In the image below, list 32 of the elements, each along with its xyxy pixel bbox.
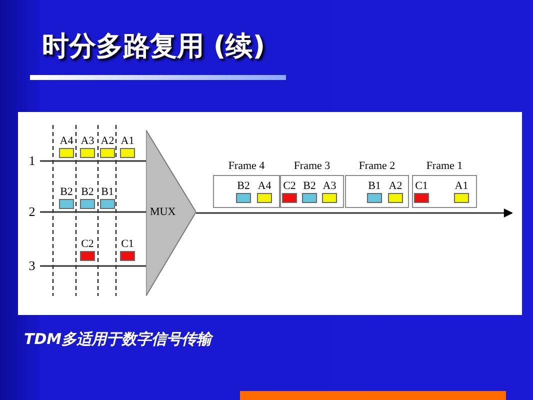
- slot-label: B2: [80, 186, 95, 198]
- slot-label: B1: [100, 186, 115, 198]
- slot-label: C2: [282, 180, 297, 192]
- slot-label: A1: [454, 180, 470, 192]
- frame-label: Frame 3: [292, 160, 332, 173]
- mux-label: MUX: [150, 206, 176, 218]
- slot-label: A1: [120, 135, 136, 147]
- line: [40, 211, 146, 213]
- line-number: 3: [27, 259, 37, 273]
- slot-label: A2: [100, 135, 116, 147]
- line: [40, 265, 146, 267]
- slot-label: B2: [302, 180, 317, 192]
- slot-label: B2: [236, 180, 251, 192]
- frame-label: Frame 4: [227, 160, 266, 173]
- frame-label: Frame 2: [358, 160, 396, 173]
- slot-label: C2: [80, 238, 95, 250]
- slot-label: B1: [367, 180, 382, 192]
- slot-label: A3: [80, 135, 96, 147]
- slot-label: B2: [59, 186, 74, 198]
- frame-label: Frame 1: [425, 160, 464, 173]
- slot-label: A4: [58, 135, 74, 147]
- arrow: [196, 208, 513, 218]
- slot-label: A2: [388, 180, 404, 192]
- slot-label: C1: [414, 180, 429, 192]
- slot-label: A3: [322, 180, 338, 192]
- line: [40, 160, 146, 162]
- caption: TDM多适用于数字信号传输: [24, 330, 212, 349]
- slot-label: C1: [120, 238, 135, 250]
- line-number: 2: [27, 205, 37, 219]
- slot-label: A4: [256, 180, 272, 192]
- line-number: 1: [27, 154, 37, 168]
- title: 时分多路复用 (续): [42, 30, 266, 64]
